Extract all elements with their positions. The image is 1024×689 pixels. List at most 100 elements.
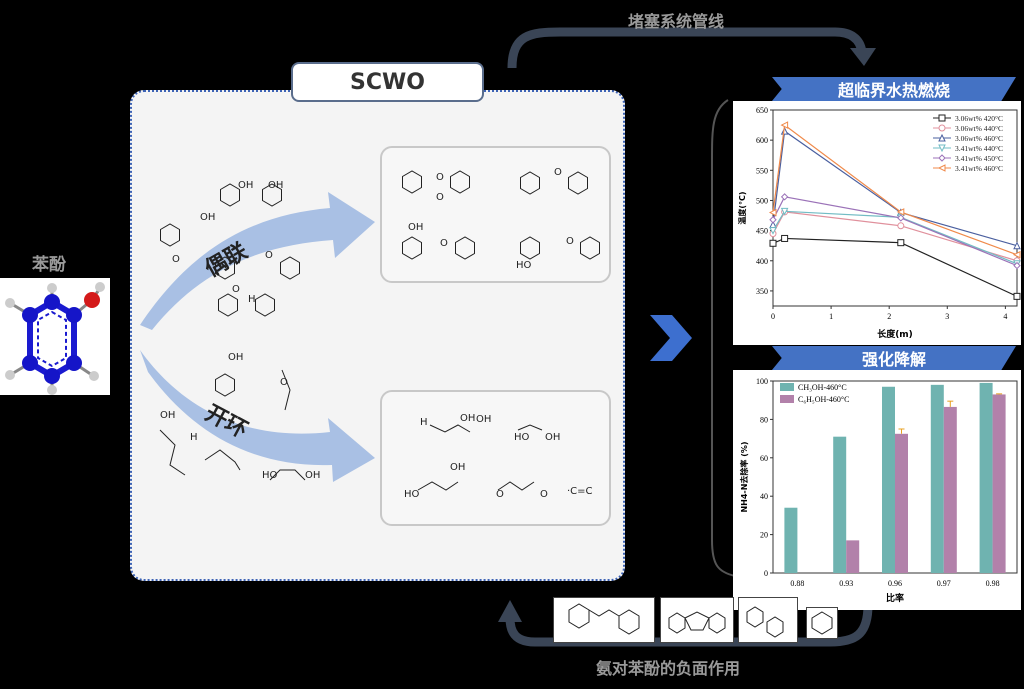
bar [833, 436, 847, 573]
legend-label: 3.41wt% 450°C [955, 154, 1003, 163]
phenol-model [0, 278, 110, 395]
bar [930, 384, 944, 573]
x-tick-label: 0 [771, 312, 775, 321]
bottom-arrow-label: 氨对苯酚的负面作用 [596, 659, 741, 678]
x-tick-label: 4 [1003, 312, 1007, 321]
y-tick-label: 350 [756, 287, 768, 296]
atom-label: O [440, 238, 448, 249]
methylphenylpyridine-structure [738, 597, 798, 643]
chain-bond [281, 369, 291, 411]
atom-label: O [172, 254, 180, 265]
y-tick-label: 80 [760, 415, 768, 424]
data-point [769, 227, 777, 235]
legend-marker [938, 114, 946, 122]
ring-opening-products-box [380, 390, 611, 526]
y-tick-label: 550 [756, 166, 768, 175]
bar [882, 386, 895, 573]
x-tick-label: 2 [887, 312, 891, 321]
data-point [769, 216, 777, 224]
atom-label: HO [262, 470, 278, 481]
atom-label: H [190, 432, 198, 443]
phenol-ball-stick-icon [5, 282, 105, 395]
atom-label: OH [305, 470, 320, 481]
benzene-ring [280, 256, 300, 280]
legend-label: 3.06wt% 460°C [955, 134, 1003, 143]
y-tick-label: 40 [760, 492, 768, 501]
chain-bond [497, 481, 535, 491]
legend-marker [937, 164, 946, 172]
series-line [772, 210, 1018, 265]
y-tick-label: 600 [756, 136, 768, 145]
atom-label: O [540, 489, 548, 500]
atom-label: O [566, 236, 574, 247]
atom-label: OH [450, 462, 465, 473]
top-arrow-head [850, 48, 876, 66]
atom-label: OH [408, 222, 423, 233]
chain-bond [159, 429, 186, 476]
y-tick-label: 0 [764, 569, 768, 578]
bar [943, 406, 957, 573]
y-tick-label: 60 [760, 454, 768, 463]
bar [992, 394, 1006, 573]
degradation-banner: 强化降解 [772, 346, 1016, 370]
y-axis-label: 温度(°C) [737, 191, 747, 224]
x-tick-label: 0.88 [790, 579, 804, 588]
legend-marker [938, 154, 946, 162]
data-point [1013, 261, 1021, 270]
legend-marker [938, 144, 946, 153]
top-curved-arrow [507, 27, 867, 69]
x-axis-label: 长度(m) [877, 328, 913, 340]
series-line [772, 123, 1018, 256]
benzene-ring [215, 373, 235, 397]
right-bracket-line [711, 99, 736, 577]
atom-label: O [436, 172, 444, 183]
legend-label: 3.41wt% 440°C [955, 144, 1003, 153]
atom-label: O [232, 284, 240, 295]
data-point [1013, 292, 1021, 300]
atom-label: OH [460, 413, 475, 424]
legend-swatch [780, 383, 794, 391]
atom-label: O [554, 167, 562, 178]
data-point [897, 222, 905, 230]
benzene-ring [218, 293, 238, 317]
benzene-ring [255, 293, 275, 317]
y-tick-label: 650 [756, 106, 768, 115]
legend-swatch [780, 395, 794, 403]
chain-bond [204, 449, 241, 471]
data-point [780, 207, 789, 216]
y-axis-label: NH4-N去除率 (%) [739, 441, 749, 512]
legend-label: 3.06wt% 420°C [955, 114, 1003, 123]
atom-label: ·C=C [567, 486, 593, 497]
series-line [772, 196, 1018, 267]
atom-label: OH [200, 212, 215, 223]
benzene-ring [580, 236, 600, 260]
atom-label: OH [476, 414, 491, 425]
data-point [1013, 241, 1021, 250]
benzene-ring [568, 171, 588, 195]
data-point [780, 121, 789, 129]
legend-label: 3.06wt% 440°C [955, 124, 1003, 133]
bar [784, 507, 798, 573]
atom-label: OH [160, 410, 175, 421]
y-tick-label: 450 [756, 227, 768, 236]
combustion-banner: 超临界水热燃烧 [772, 77, 1016, 101]
bottom-arrow-head [498, 600, 522, 622]
data-point [897, 239, 905, 247]
ring-opening-arrow [140, 350, 375, 482]
benzene-ring [455, 236, 475, 260]
data-point [897, 214, 905, 222]
legend-label: C₆H₅OH-460°C [798, 395, 849, 404]
benzene-ring [402, 170, 422, 194]
legend-marker [938, 133, 946, 142]
y-tick-label: 400 [756, 257, 768, 266]
atom-label: H [420, 417, 428, 428]
data-point [781, 234, 789, 242]
y-tick-label: 500 [756, 196, 768, 205]
scwo-title: SCWO [291, 62, 484, 102]
atom-label: HO [514, 432, 530, 443]
